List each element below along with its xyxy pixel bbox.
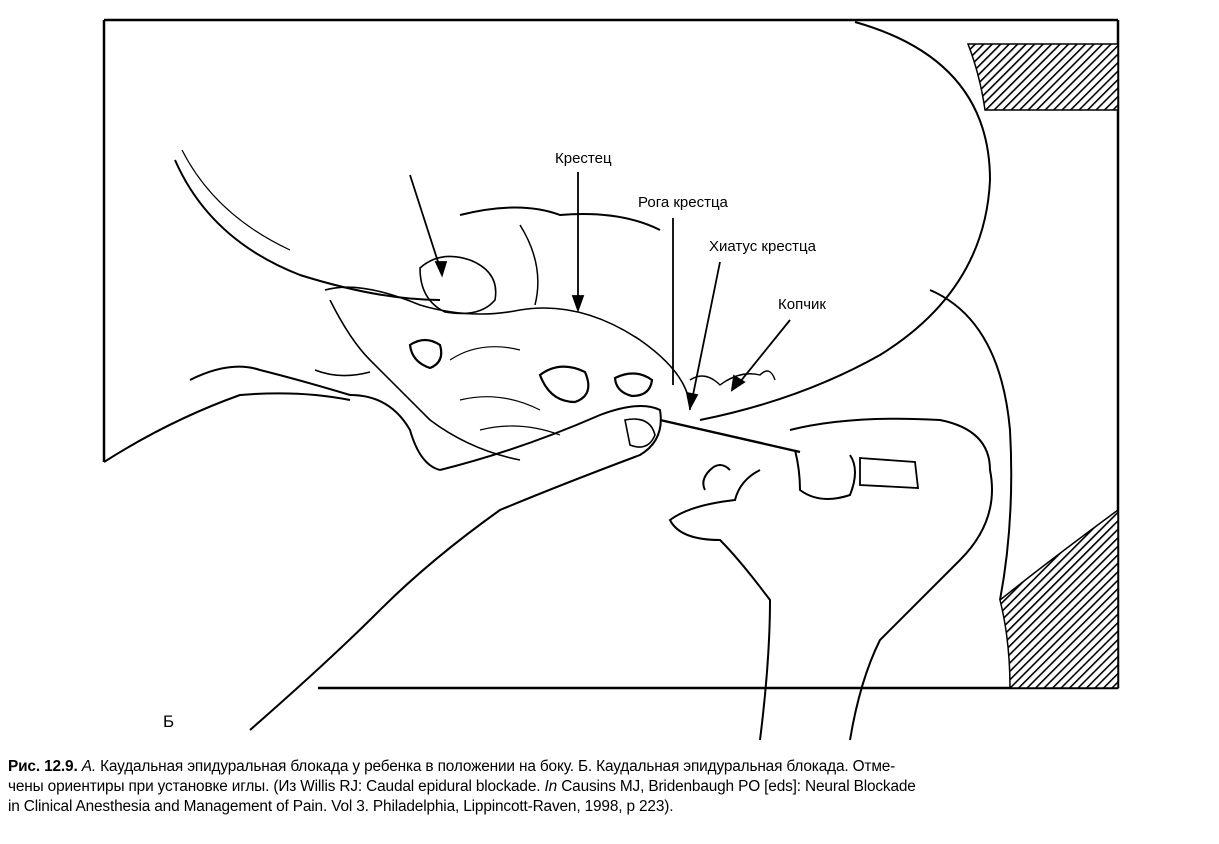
caption-line-1-text: Каудальная эпидуральная блокада у ребенк…	[100, 758, 896, 775]
body-outline	[174, 21, 1013, 601]
caption-line-3: in Clinical Anesthesia and Management of…	[8, 798, 674, 815]
figure-caption: Рис. 12.9. А. Каудальная эпидуральная бл…	[8, 757, 1213, 817]
caption-in: In	[544, 778, 558, 795]
left-hand	[103, 365, 662, 731]
label-sacrum: Крестец	[555, 150, 612, 167]
right-hand-syringe	[659, 417, 993, 741]
label-sacral-cornua: Рога крестца	[638, 194, 728, 211]
caption-line-2-text-b: Causins MJ, Bridenbaugh PO [eds]: Neural…	[557, 778, 916, 795]
label-coccyx: Копчик	[778, 296, 826, 313]
label-sacral-hiatus: Хиатус крестца	[709, 238, 816, 255]
leader-lines	[409, 172, 791, 411]
figure-number: Рис. 12.9.	[8, 758, 78, 775]
pelvis-drawing	[314, 255, 776, 461]
caudal-block-illustration	[102, 18, 1120, 741]
frame	[102, 18, 1120, 690]
caption-line-2: чены ориентиры при установке иглы. (Из W…	[8, 777, 1213, 797]
hatched-areas	[966, 43, 1119, 689]
panel-letter: Б	[163, 712, 175, 731]
caption-line-2-text-a: чены ориентиры при установке иглы. (Из W…	[8, 778, 545, 795]
caption-line-1: Рис. 12.9. А. Каудальная эпидуральная бл…	[8, 757, 1213, 777]
caption-panel-a: А.	[81, 758, 96, 775]
